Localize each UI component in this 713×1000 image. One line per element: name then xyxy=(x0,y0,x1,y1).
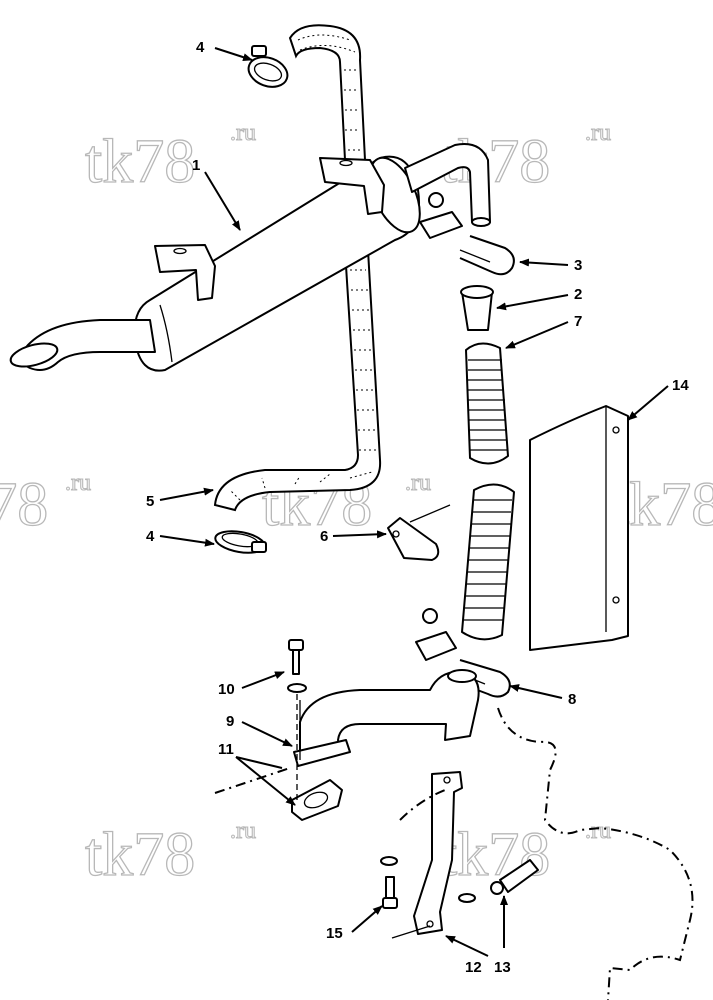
watermark-text: tk78 xyxy=(85,821,195,889)
callout-3: 3 xyxy=(574,257,582,274)
flange-gasket xyxy=(291,779,343,821)
flex-hose-braided xyxy=(213,24,382,512)
watermark-suffix: .ru xyxy=(230,818,256,844)
watermark-text: tk78 xyxy=(0,471,48,539)
muffler xyxy=(9,143,491,372)
leader-lines xyxy=(159,47,669,957)
watermark-suffix: .ru xyxy=(585,120,611,146)
engine-outline xyxy=(214,700,694,1000)
watermark-text: tk78 xyxy=(440,821,550,889)
callout-15: 15 xyxy=(326,925,343,942)
hose-clamp-top xyxy=(247,45,289,88)
pipe-strap xyxy=(387,504,451,561)
callout-7: 7 xyxy=(574,313,582,330)
callout-labels: 4 1 3 2 7 14 5 4 6 10 9 11 8 15 12 13 xyxy=(146,39,689,976)
watermark-suffix: .ru xyxy=(585,818,611,844)
bolt-and-washer xyxy=(287,639,307,800)
callout-10: 10 xyxy=(218,681,235,698)
callout-8: 8 xyxy=(568,691,576,708)
u-bolt-clamp-upper xyxy=(419,192,515,276)
callout-4-top: 4 xyxy=(196,39,205,56)
u-bolt-clamp-lower xyxy=(415,608,511,698)
exhaust-elbow xyxy=(293,669,480,767)
callout-9: 9 xyxy=(226,713,234,730)
corrugated-flex-pipe xyxy=(461,342,515,641)
callout-2: 2 xyxy=(574,286,582,303)
hose-clamp-bottom xyxy=(214,530,267,554)
callout-12: 12 xyxy=(465,959,482,976)
watermark-suffix: .ru xyxy=(405,470,431,496)
callout-1: 1 xyxy=(192,157,200,174)
support-bracket xyxy=(413,771,463,935)
bracket-fasteners xyxy=(380,856,539,909)
callout-13: 13 xyxy=(494,959,511,976)
sleeve-bushing xyxy=(460,285,494,331)
watermark-text: tk78 xyxy=(85,128,195,196)
callout-6: 6 xyxy=(320,528,328,545)
callout-4-bottom: 4 xyxy=(146,528,155,545)
callout-11: 11 xyxy=(218,741,234,758)
callout-5: 5 xyxy=(146,493,154,510)
watermark-suffix: .ru xyxy=(65,470,91,496)
callout-14: 14 xyxy=(672,377,689,394)
heat-shield xyxy=(529,405,629,651)
watermark-suffix: .ru xyxy=(230,120,256,146)
